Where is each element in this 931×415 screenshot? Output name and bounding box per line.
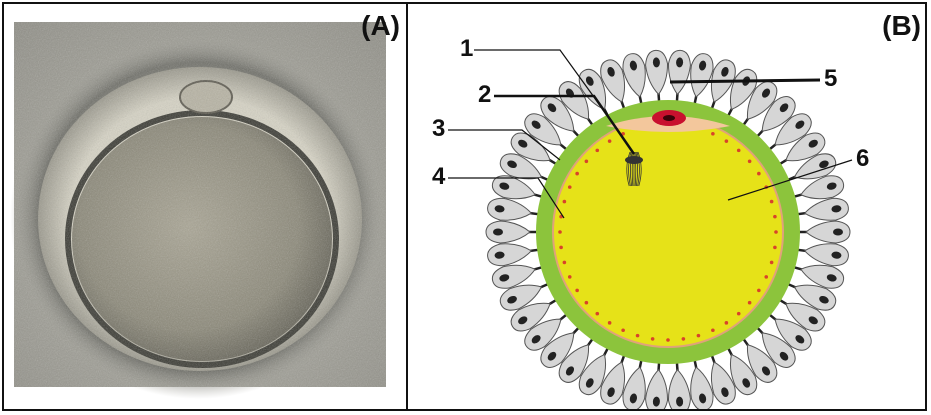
leader-line [669,78,821,84]
panel-divider [406,2,408,411]
cortical-granule [650,337,655,341]
micrograph-grain [14,22,386,387]
callout-labels: 12 3 4 5 6 [432,35,869,190]
meiotic-spindle [625,151,643,187]
cortical-granule [595,311,600,316]
cortical-granule [607,321,612,325]
cortical-granule [747,159,752,164]
panel-a-micrograph: (A) [4,4,406,409]
cortical-granule [584,159,589,164]
cortical-granule [769,199,774,204]
cortical-granule [774,230,778,234]
follicle-cell [524,305,578,351]
callout-label-3: 3 [432,115,445,142]
callout-label-4: 4 [432,163,446,190]
cortical-granule [724,321,729,325]
cortical-granule [562,199,567,204]
follicle-cell [499,277,561,311]
cortical-granule [757,288,761,293]
cortical-granule [621,131,625,136]
cortical-granule [696,333,701,338]
corona-radiata-cells [485,49,851,409]
follicle-cell [578,336,615,396]
cortical-granule [567,185,572,189]
oocyte-diagram: 12 3 4 5 6 [432,35,869,409]
figure-frame [2,2,927,411]
panel-b-label: (B) [882,10,921,41]
micrograph-image [4,4,406,409]
yolk-cytoplasm [552,116,784,348]
cortical-granule [575,171,579,176]
panel-a-label: (A) [361,10,400,41]
cortical-granule [773,214,777,219]
follicle-cell [491,262,555,289]
follicle-cell [758,305,812,351]
leader-line [494,94,636,155]
cortical-granule [621,328,625,333]
cortical-granule [736,311,741,316]
leader-line [727,159,853,201]
cortical-granule [757,171,761,176]
cortical-granule [681,337,686,341]
cortical-granule [769,260,774,265]
follicle-cell [600,342,630,405]
cortical-granule [559,245,563,250]
follicle-cell [487,197,552,221]
cortical-granule [747,300,752,305]
follicle-cell [510,292,568,332]
nucleolus [663,115,675,121]
cortical-granule [711,328,715,333]
cortical-granule [562,260,567,265]
cortical-granule [711,131,715,136]
leader-line [448,129,561,161]
cortical-granule [764,275,769,279]
follicle-cell [735,81,778,137]
cortical-granule [575,288,579,293]
callout-label-6: 6 [856,145,869,172]
callout-label-5: 5 [824,65,837,92]
cortical-granule [724,139,729,143]
follicle-cell [645,49,669,115]
callout-label-2: 2 [478,81,491,108]
follicle-cell [645,349,669,409]
cortical-granule [635,333,640,338]
cortical-granule [736,148,741,153]
follicle-cell [784,243,849,267]
leader-line [448,177,565,219]
cortical-granule [595,148,600,153]
cortical-granule [567,275,572,279]
cortical-granule [584,300,589,305]
cortical-granule [666,338,670,342]
cortical-granule [607,139,612,143]
callout-leader-lines [448,49,853,219]
callout-label-1: 1 [460,35,473,62]
cortical-granule [773,245,777,250]
follicle-cell [786,220,851,244]
follicle-cell [721,336,758,396]
cortical-granule [558,230,562,234]
